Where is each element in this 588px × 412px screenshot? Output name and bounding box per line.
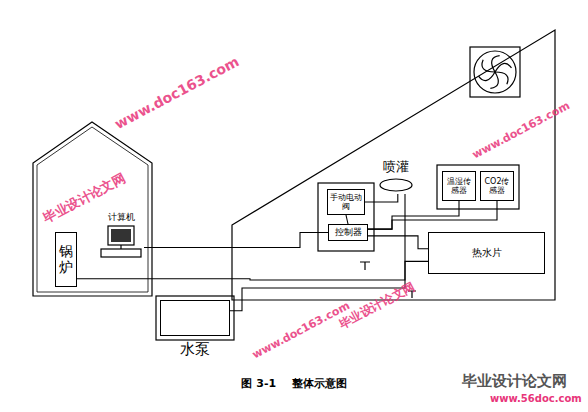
- watermark: www.56doc.com: [490, 393, 582, 404]
- node-label: 计算机: [108, 212, 135, 222]
- wire: [230, 194, 405, 311]
- node-label: 控制器: [335, 227, 362, 237]
- sensor-box: CO2传感器: [480, 171, 514, 201]
- pump-box: 水泵: [160, 300, 230, 336]
- wire: [368, 236, 428, 249]
- fan-frame: [470, 47, 520, 97]
- fan-blade: [479, 72, 495, 81]
- boiler-box: 锅炉: [55, 232, 77, 287]
- greenhouse-outline: [232, 30, 555, 300]
- node-label: 手动电动阀: [330, 193, 362, 211]
- fan-blade: [490, 72, 498, 88]
- sensor-box: 温湿传感器: [442, 171, 476, 201]
- fan-blade: [482, 60, 495, 72]
- figure-caption: 图 3-1 整体示意图: [0, 376, 588, 391]
- watermark: www.doc163.com: [112, 53, 242, 132]
- pump-frame: [156, 296, 234, 340]
- valve-symbol: [360, 262, 370, 270]
- fan-blades: [479, 56, 512, 89]
- spray-pipe: [380, 179, 412, 191]
- wire: [346, 215, 348, 224]
- screen: [111, 229, 131, 242]
- sensor-group: [437, 165, 519, 209]
- house-inner-outline: [37, 127, 148, 292]
- fan-blade: [495, 72, 508, 84]
- spray-unit: 喷灌: [378, 158, 414, 194]
- fan-blade: [492, 56, 500, 72]
- node-label: 热水片: [472, 247, 502, 259]
- node-label: 喷灌: [383, 160, 409, 175]
- controller-box: 控制器: [328, 224, 368, 241]
- wire: [144, 233, 328, 248]
- node-label: CO2传感器: [483, 177, 511, 195]
- wire: [77, 261, 428, 280]
- control-cabinet: [318, 183, 374, 251]
- keyboard: [101, 249, 141, 257]
- fan-ring: [474, 51, 516, 93]
- house-outline: [33, 122, 152, 296]
- watermark: 毕业设计论文网: [462, 372, 567, 391]
- heater-box: 热水片: [428, 232, 545, 274]
- wire: [365, 194, 398, 202]
- stand: [120, 245, 121, 249]
- fan-blade: [495, 63, 511, 72]
- node-label: 锅炉: [59, 244, 73, 275]
- watermark: www.doc163.com: [470, 99, 572, 161]
- monitor: [108, 226, 134, 245]
- wire: [368, 201, 459, 229]
- computer-unit: 计算机: [98, 210, 144, 260]
- node-label: 温湿传感器: [445, 177, 473, 195]
- wire: [368, 201, 497, 229]
- valve-box: 手动电动阀: [327, 189, 365, 215]
- watermark: www.doc163.com: [250, 299, 352, 361]
- node-label: 水泵: [180, 341, 210, 358]
